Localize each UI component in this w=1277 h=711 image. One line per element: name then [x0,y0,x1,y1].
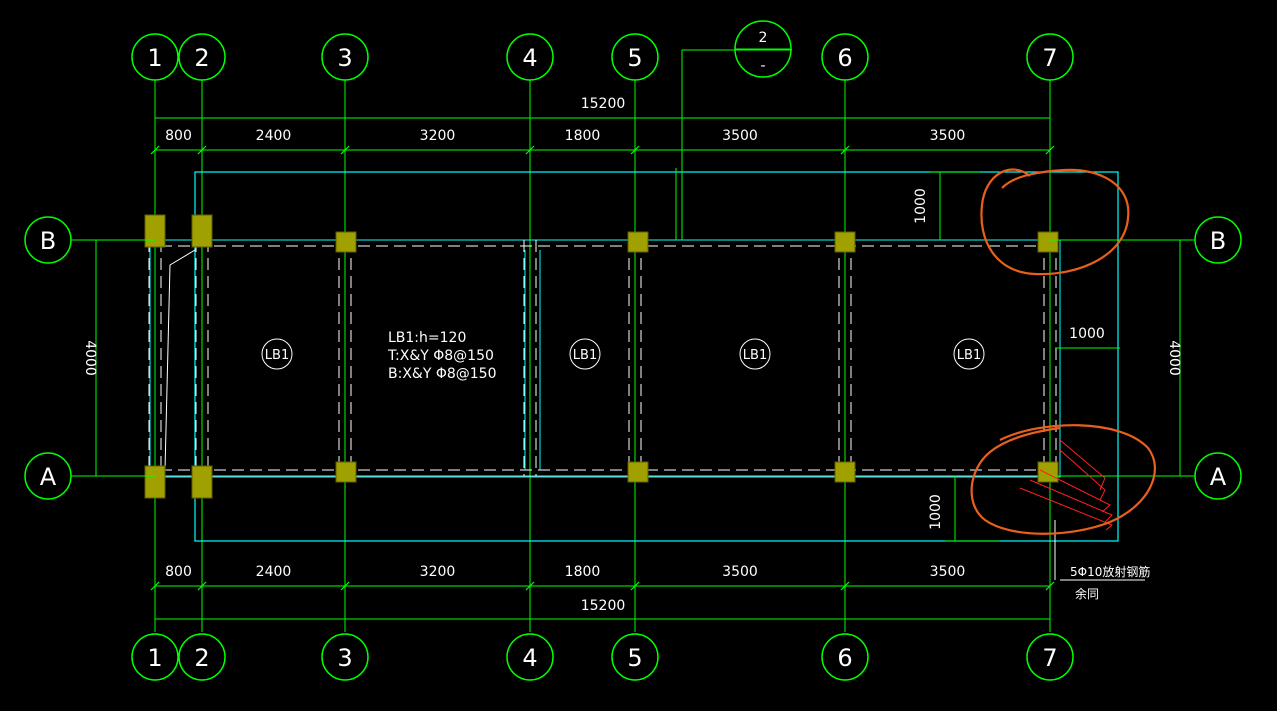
span-bottom-1: 800 [165,564,192,580]
axis-bubble-B-right: B [1194,216,1242,264]
svg-text:LB1: LB1 [265,348,289,363]
axis-bubble-6-top: 6 [821,33,869,81]
dim-left-height: 4000 [82,340,98,376]
svg-text:B: B [1210,227,1226,255]
span-bottom-6: 3500 [930,564,966,580]
axis-bubble-2-top: 2 [178,33,226,81]
section-marker-bottom: - [760,58,765,74]
axis-bubble-1-top: 1 [131,33,179,81]
column [834,461,856,483]
axis-bubble-5-bottom: 5 [611,633,659,681]
section-marker-top: 2 [759,30,768,46]
axis-bubble-4-top: 4 [506,33,554,81]
column [627,461,649,483]
slab-outline [194,171,1119,542]
column [144,214,166,248]
axis-bubble-A-left: A [24,452,72,500]
span-top-3: 3200 [420,128,456,144]
dim-overhang-top: 1000 [913,188,929,224]
svg-text:7: 7 [1042,44,1057,72]
column [191,465,213,499]
svg-text:1: 1 [147,44,162,72]
column [834,231,856,253]
beam-outline [149,239,1061,478]
svg-text:2: 2 [194,644,209,672]
svg-text:6: 6 [837,44,852,72]
svg-text:LB1: LB1 [573,348,597,363]
span-bottom-5: 3500 [722,564,758,580]
column [335,461,357,483]
axis-bubble-7-top: 7 [1026,33,1074,81]
svg-text:LB1: LB1 [957,348,981,363]
dim-overall-top: 15200 [581,96,626,112]
svg-text:A: A [1210,463,1227,491]
section-marker: 2 - [734,20,792,78]
span-bottom-4: 1800 [565,564,601,580]
axis-bubble-3-top: 3 [321,33,369,81]
radial-rebar [1019,439,1113,531]
slab-note-line-2: T:X&Y Φ8@150 [387,348,494,364]
column [191,214,213,248]
axis-bubble-6-bottom: 6 [821,633,869,681]
rebar-note-line-2: 余同 [1075,586,1099,601]
axis-bubble-1-bottom: 1 [131,633,179,681]
slab-label-3: LB1 [739,338,771,370]
column [627,231,649,253]
svg-text:4: 4 [522,644,537,672]
axis-bubble-2-bottom: 2 [178,633,226,681]
slab-edge-line [164,249,196,471]
axis-bubble-A-right: A [1194,452,1242,500]
dim-overhang-right: 1000 [1069,326,1105,342]
dimension-lines [72,49,1196,620]
span-bottom-2: 2400 [256,564,292,580]
axis-bubble-4-bottom: 4 [506,633,554,681]
annotation-circle-top [980,168,1130,276]
dim-overall-bottom: 15200 [581,598,626,614]
dim-overhang-bottom: 1000 [928,494,944,530]
svg-text:3: 3 [337,644,352,672]
column [1037,461,1059,483]
span-bottom-3: 3200 [420,564,456,580]
rebar-note-line-1: 5Φ10放射钢筋 [1070,564,1150,579]
span-dimensions-bottom: 800 2400 3200 1800 3500 3500 [165,564,965,580]
columns [144,214,1059,499]
annotation-circle-bottom [970,424,1157,535]
axis-bubble-7-bottom: 7 [1026,633,1074,681]
axis-bubble-3-bottom: 3 [321,633,369,681]
span-dimensions-top: 800 2400 3200 1800 3500 3500 [165,128,965,144]
svg-text:7: 7 [1042,644,1057,672]
span-top-6: 3500 [930,128,966,144]
slab-note-line-1: LB1:h=120 [388,330,466,346]
svg-text:A: A [40,463,57,491]
svg-text:6: 6 [837,644,852,672]
axis-bubble-5-top: 5 [611,33,659,81]
span-top-4: 1800 [565,128,601,144]
svg-text:1: 1 [147,644,162,672]
svg-text:5: 5 [627,644,642,672]
slab-label-2: LB1 [569,338,601,370]
slab-label-1: LB1 [261,338,293,370]
svg-text:3: 3 [337,44,352,72]
column [335,231,357,253]
axis-bubble-B-left: B [24,216,72,264]
span-top-1: 800 [165,128,192,144]
beam-dashed-lines [148,240,1057,476]
svg-text:5: 5 [627,44,642,72]
slab-note-line-3: B:X&Y Φ8@150 [388,366,496,382]
svg-text:4: 4 [522,44,537,72]
svg-text:LB1: LB1 [743,348,767,363]
column [1037,231,1059,253]
svg-text:2: 2 [194,44,209,72]
svg-text:B: B [40,227,56,255]
column [144,465,166,499]
span-top-2: 2400 [256,128,292,144]
slab-label-4: LB1 [953,338,985,370]
span-top-5: 3500 [722,128,758,144]
dim-right-height: 4000 [1166,340,1182,376]
